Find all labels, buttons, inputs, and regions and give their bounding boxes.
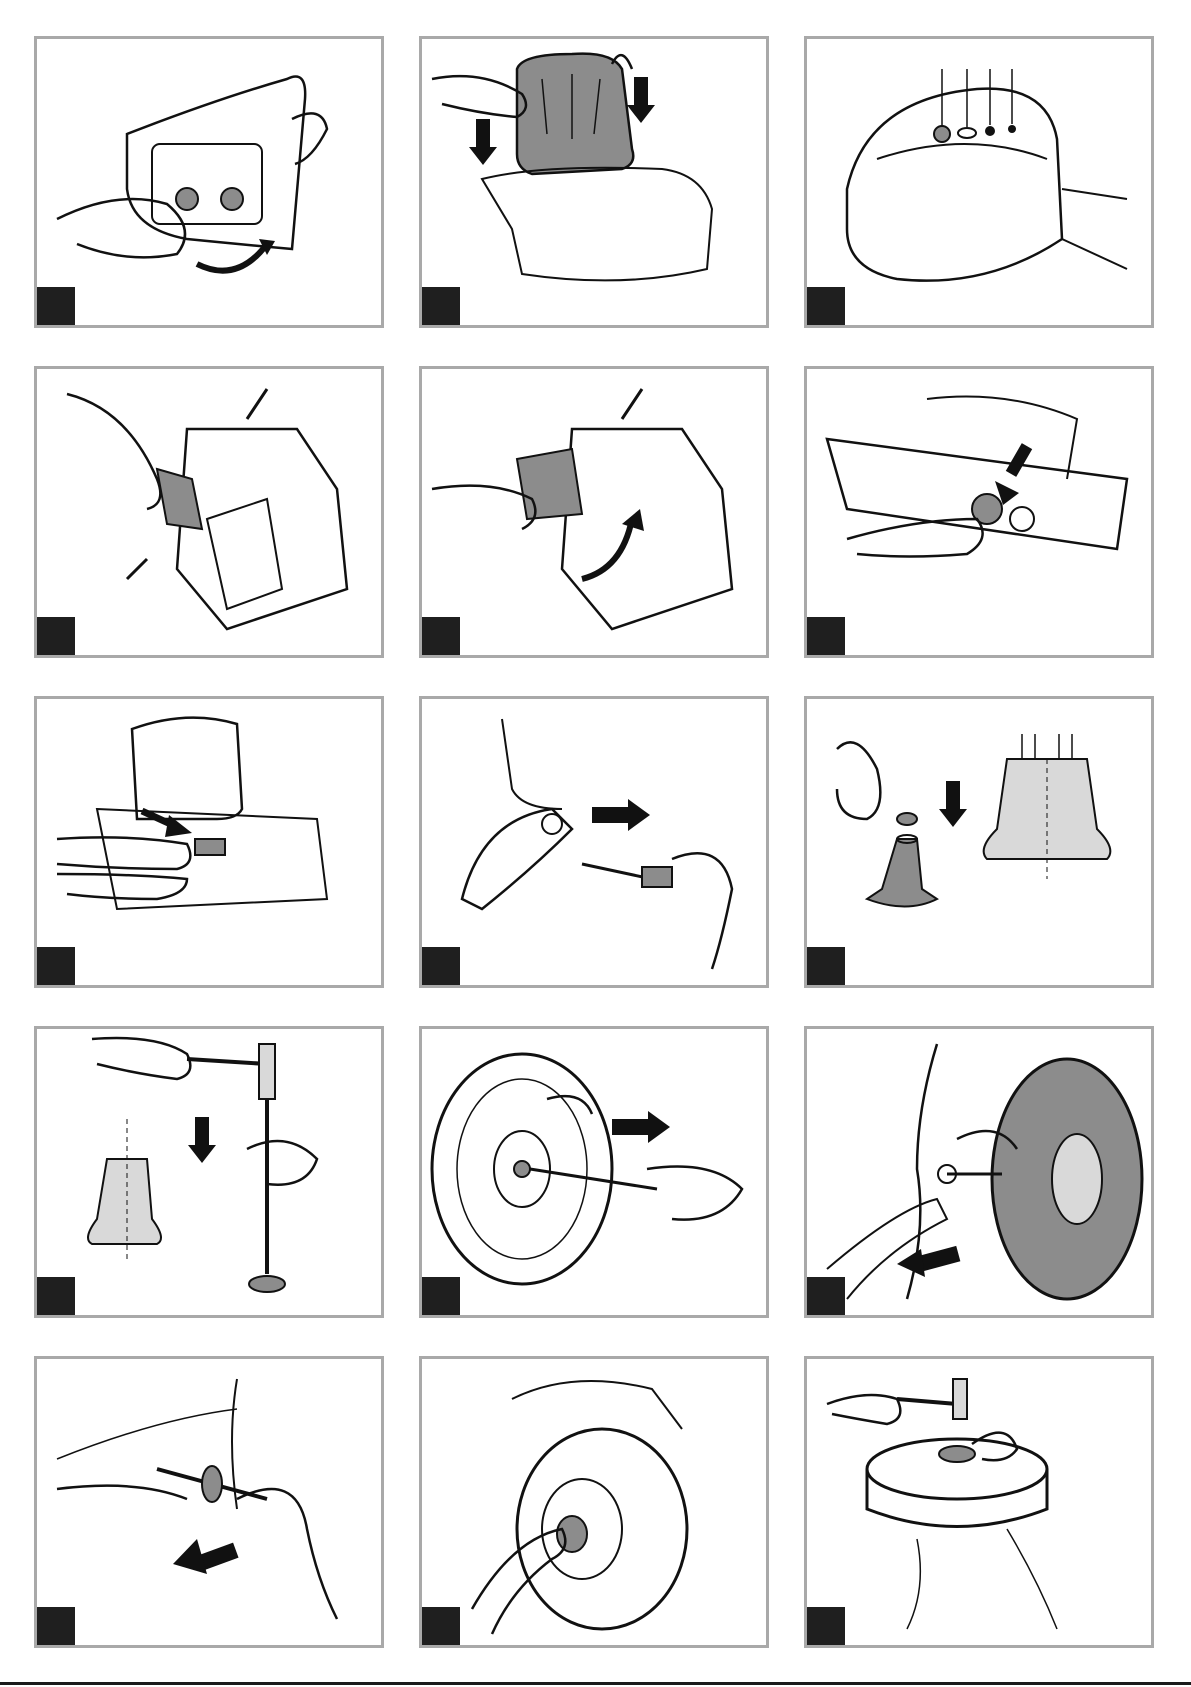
step-number-badge — [807, 1607, 845, 1645]
step-number-badge — [37, 1277, 75, 1315]
seat-placement-illustration — [422, 39, 766, 325]
step-panel-2 — [419, 36, 769, 328]
hub-cap-illustration — [422, 1359, 766, 1645]
step-number-badge — [807, 617, 845, 655]
step-panel-6 — [804, 366, 1154, 658]
step-number-badge — [422, 1277, 460, 1315]
cap-press-illustration — [807, 369, 1151, 655]
step-number-badge — [37, 947, 75, 985]
step-panel-14 — [419, 1356, 769, 1648]
step-panel-4 — [34, 366, 384, 658]
step-number-badge — [807, 947, 845, 985]
step-number-badge — [422, 947, 460, 985]
step-panel-9 — [804, 696, 1154, 988]
step-number-badge — [422, 1607, 460, 1645]
battery-cover-illustration — [37, 369, 381, 655]
step-panel-7 — [34, 696, 384, 988]
step-number-badge — [37, 617, 75, 655]
wheel-axle-illustration — [422, 1029, 766, 1315]
step-panel-13 — [34, 1356, 384, 1648]
hammer-hub-illustration — [807, 1359, 1151, 1645]
step-panel-3 — [804, 36, 1154, 328]
step-panel-8 — [419, 696, 769, 988]
step-panel-5 — [419, 366, 769, 658]
battery-cover-flip-illustration — [422, 369, 766, 655]
step-number-badge — [807, 287, 845, 325]
page-bottom-rule — [0, 1682, 1191, 1685]
step-panel-1 — [34, 36, 384, 328]
axle-insert-illustration — [422, 699, 766, 985]
connectors-illustration — [807, 39, 1151, 325]
step-panel-10 — [34, 1026, 384, 1318]
step-number-badge — [422, 287, 460, 325]
step-panel-15 — [804, 1356, 1154, 1648]
step-panel-11 — [419, 1026, 769, 1318]
step-number-badge — [422, 617, 460, 655]
wheel-mount-illustration — [807, 1029, 1151, 1315]
hammer-cap-illustration — [37, 1029, 381, 1315]
step-number-badge — [807, 1277, 845, 1315]
step-number-badge — [37, 287, 75, 325]
axle-washer-illustration — [37, 1359, 381, 1645]
washer-cap-illustration — [807, 699, 1151, 985]
seat-bolts-illustration — [37, 39, 381, 325]
step-number-badge — [37, 1607, 75, 1645]
seat-latch-illustration — [37, 699, 381, 985]
step-panel-12 — [804, 1026, 1154, 1318]
